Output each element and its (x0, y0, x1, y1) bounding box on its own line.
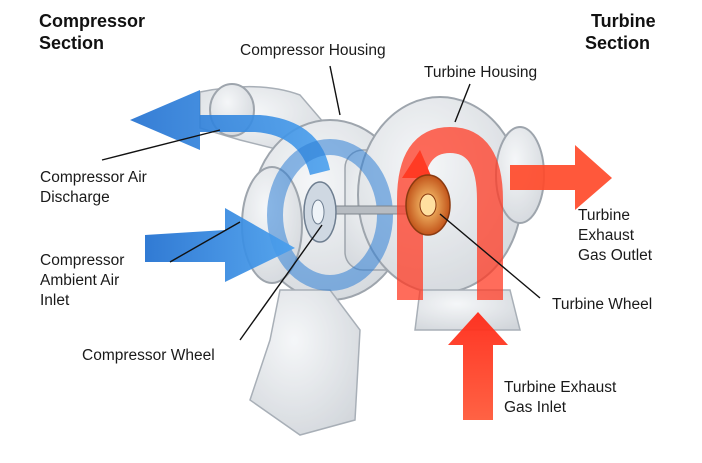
turbine-swirl-arrow (402, 150, 432, 178)
turbine-inlet-flow (448, 312, 508, 420)
compressor-discharge-flow (130, 90, 330, 175)
label-compressor-air-discharge: Compressor Air Discharge (40, 168, 147, 208)
label-compressor-ambient-inlet: Compressor Ambient Air Inlet (40, 251, 124, 311)
label-turbine-wheel: Turbine Wheel (552, 296, 653, 313)
header-turbine-section: Turbine Section (585, 10, 656, 54)
header-turbine-line2: Section (585, 33, 651, 53)
label-turbine-outlet-line3: Gas Outlet (578, 247, 653, 264)
label-compressor-inlet-line2: Ambient Air (40, 272, 120, 289)
label-turbine-outlet-line1: Turbine (578, 207, 630, 224)
label-compressor-housing: Compressor Housing (240, 42, 386, 59)
label-compressor-inlet-line1: Compressor (40, 252, 125, 269)
compressor-wheel-shape (303, 181, 337, 243)
leader-compressor-housing (329, 65, 341, 116)
header-compressor-section: Compressor Section (39, 10, 145, 54)
label-compressor-air-discharge-line2: Discharge (40, 189, 110, 206)
label-compressor-air-discharge-line1: Compressor Air (40, 169, 147, 186)
turbine-outlet-flow (510, 145, 612, 210)
label-turbine-housing: Turbine Housing (424, 64, 538, 81)
leader-compressor-discharge (101, 129, 221, 161)
label-turbine-inlet-line2: Gas Inlet (504, 399, 567, 416)
leader-compressor-inlet (169, 221, 241, 263)
label-compressor-inlet-line3: Inlet (40, 292, 70, 309)
mounting-bracket (249, 289, 361, 436)
label-turbine-outlet-line2: Exhaust (578, 227, 635, 244)
header-compressor-line2: Section (39, 33, 105, 53)
turbine-wheel-shape (405, 174, 451, 236)
leader-compressor-wheel (239, 224, 323, 341)
leader-turbine-housing (454, 83, 471, 123)
label-turbine-inlet-line1: Turbine Exhaust (504, 379, 617, 396)
label-compressor-wheel: Compressor Wheel (82, 347, 215, 364)
compressor-flow-swirl (267, 139, 393, 291)
header-turbine-line1: Turbine (591, 11, 656, 31)
leader-turbine-wheel (439, 213, 541, 299)
header-compressor-line1: Compressor (39, 11, 146, 31)
label-turbine-exhaust-outlet: Turbine Exhaust Gas Outlet (578, 206, 652, 266)
label-turbine-exhaust-inlet: Turbine Exhaust Gas Inlet (504, 378, 616, 418)
compressor-inlet-flow (145, 208, 295, 282)
